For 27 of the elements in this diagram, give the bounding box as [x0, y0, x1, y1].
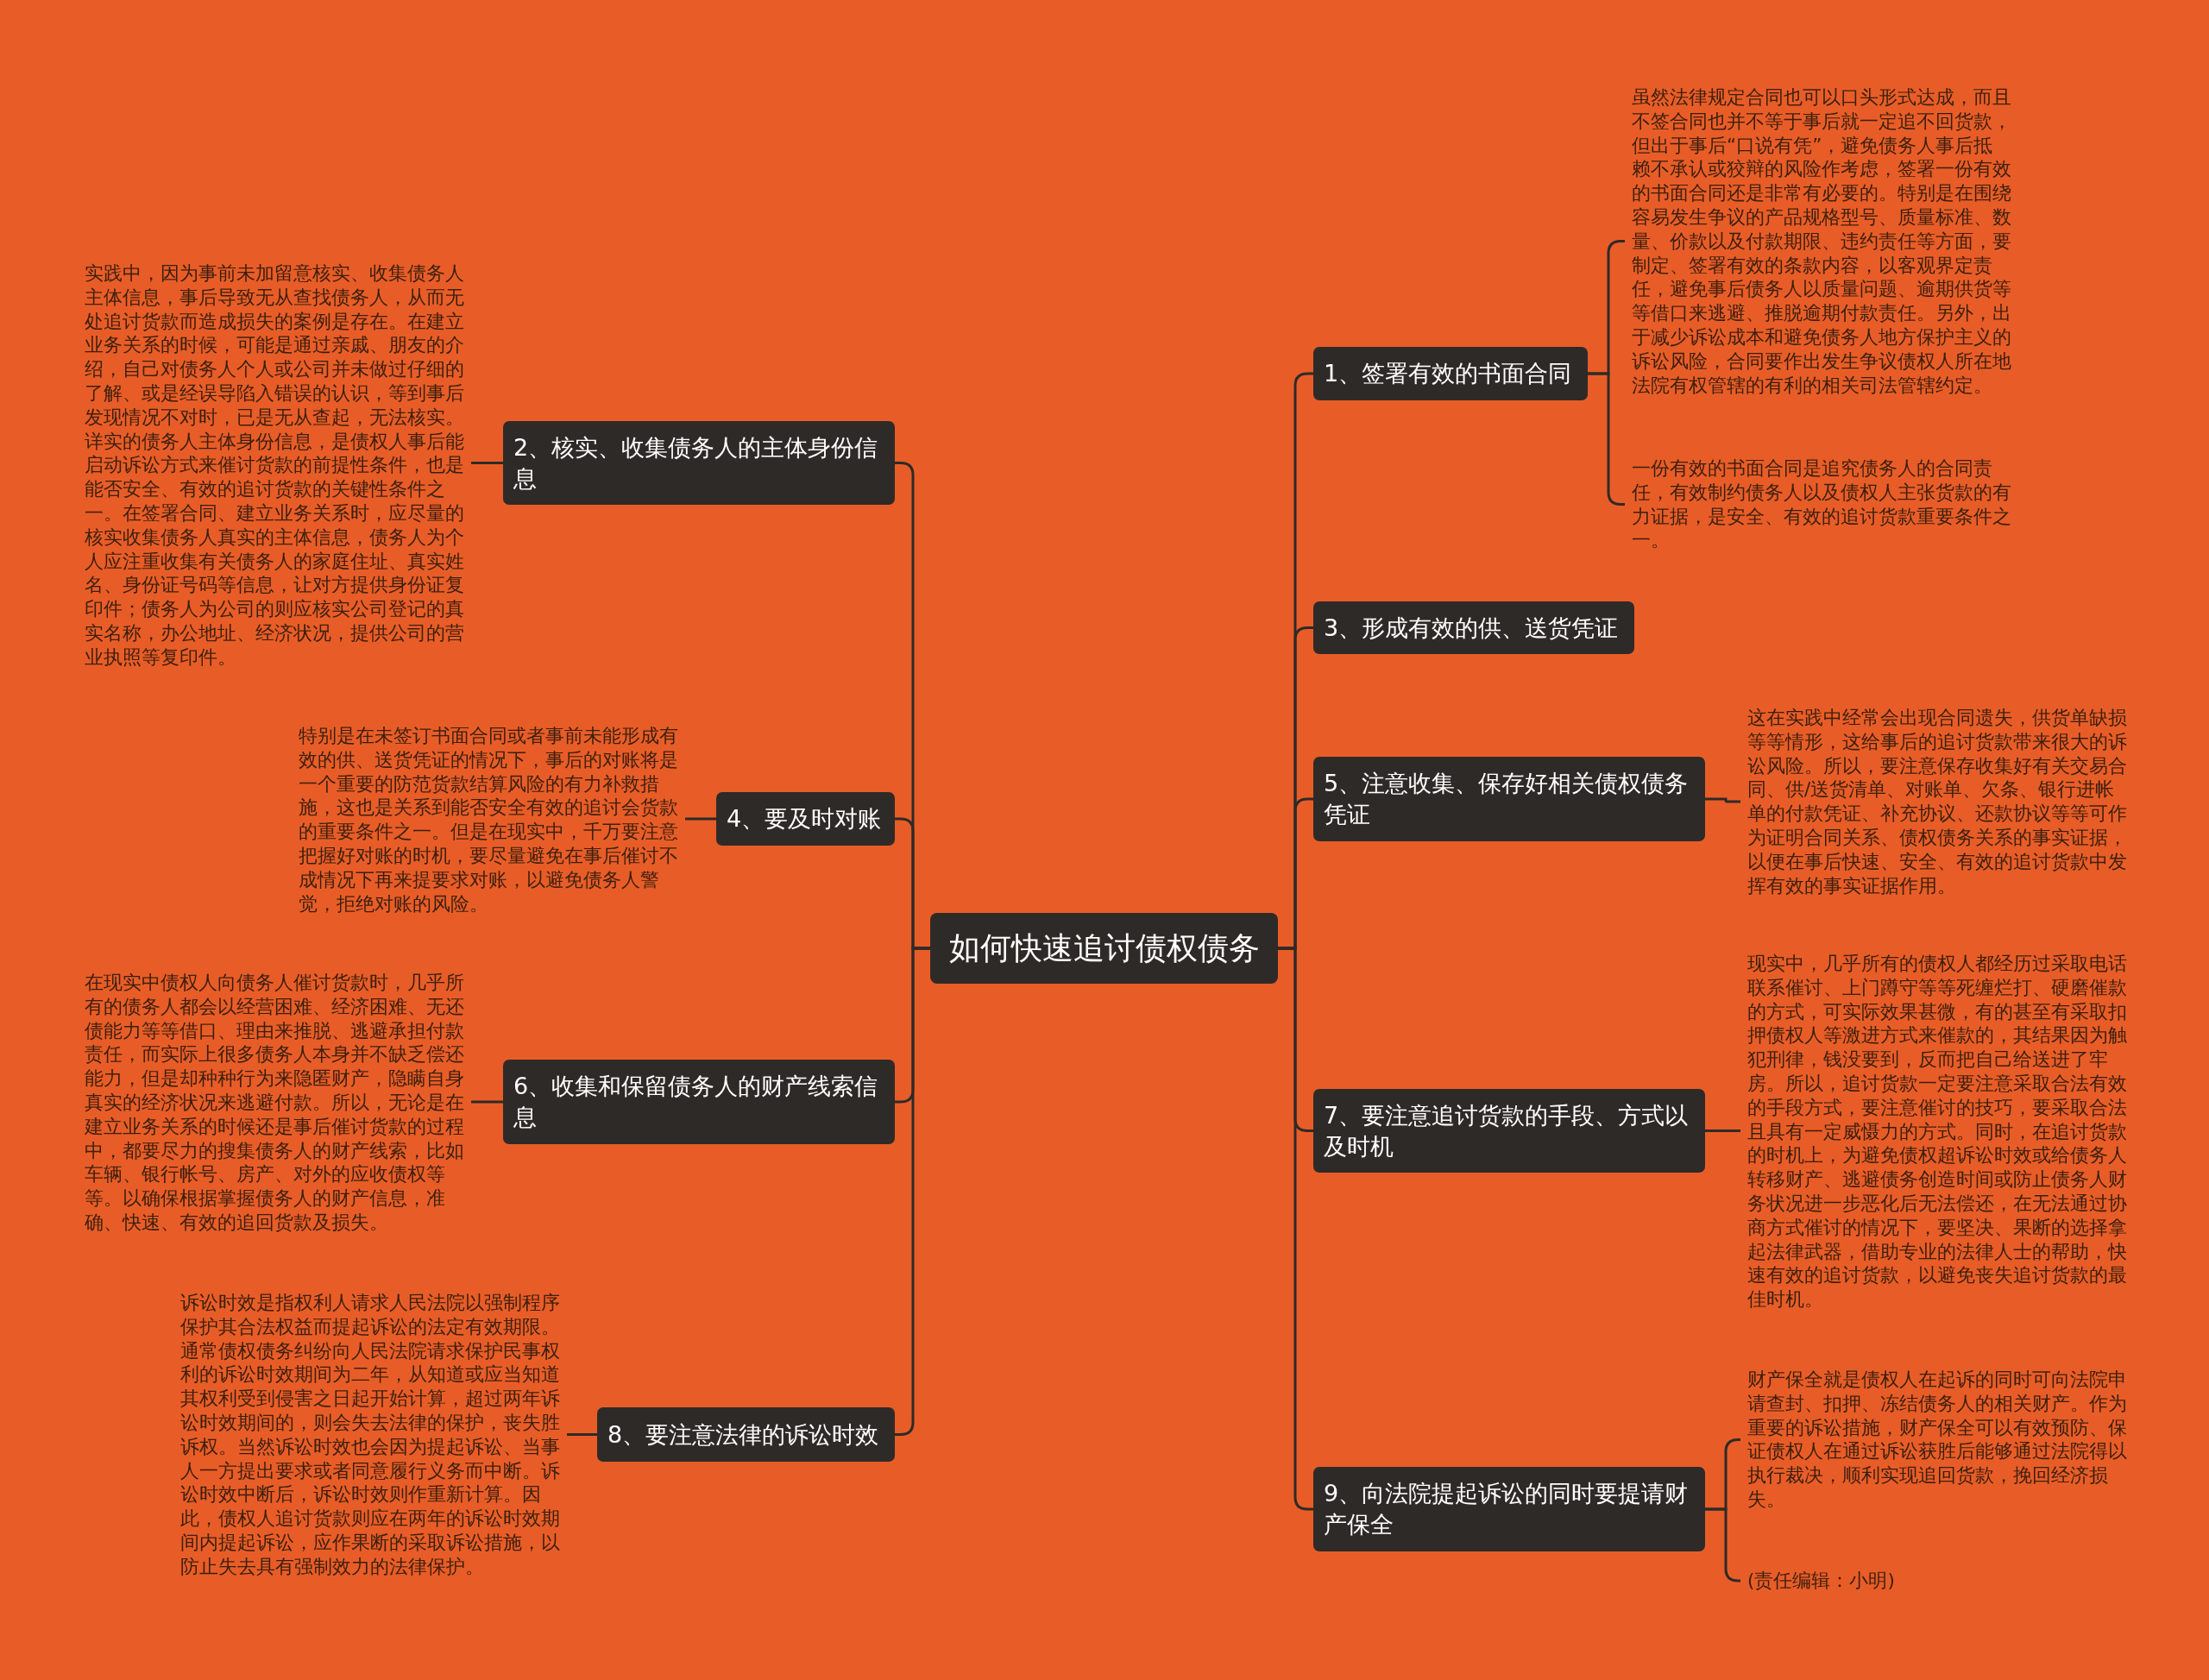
- note-text: 虽然法律规定合同也可以口头形式达成，而且不签合同也并不等于事后就一定追不回货款，但出于事后“口说有凭”，避免债务人事后抵赖不承认或狡辩的风险作考虑，签署一份有效的书面合同还是非常有必要的。特别是在围绕容易发生争议的产品规格型号、质量标准、数量、价款以及付款期限、违约责任等方面，要制定、签署有效的条款内容，以客观界定责任，避免事后债务人以质量问题、逾期供货等等借口来逃避、推脱逾期付款责任。另外，出于减少诉讼成本和避免债务人地方保护主义的诉讼风险，合同要作出发生争议债权人所在地法院有权管辖的有利的相关司法管辖约定。: [1632, 85, 2011, 398]
- note-text: 财产保全就是债权人在起诉的同时可向法院申请查封、扣押、冻结债务人的相关财产。作为重要的诉讼措施，财产保全可以有效预防、保证债权人在通过诉讼获胜后能够通过法院得以执行裁决，顺利实现追回货款，挽回经济损失。: [1747, 1368, 2127, 1512]
- topic-box: 6、收集和保留债务人的财产线索信息: [503, 1060, 895, 1144]
- connector-line: [1278, 947, 1313, 1511]
- note-text: 诉讼时效是指权利人请求人民法院以强制程序保护其合法权益而提起诉讼的法定有效期限。通常债权债务纠纷向人民法院请求保护民事权利的诉讼时效期间为二年，从知道或应当知道其权利受到侵害之日起开始计算，超过两年诉讼时效期间的，则会失去法律的保护，丧失胜诉权。当然诉讼时效也会因为提起诉讼、当事人一方提出要求或者同意履行义务而中断。诉讼时效中断后，诉讼时效则作重新计算。因此，债权人追讨货款则应在两年的诉讼时效期间内提起诉讼，应作果断的采取诉讼措施，以防止失去具有强制效力的法律保护。: [180, 1291, 560, 1579]
- topic-box: 8、要注意法律的诉讼时效: [597, 1407, 895, 1462]
- topic-box: 2、核实、收集债务人的主体身份信息: [503, 421, 895, 505]
- connector-line: [567, 1433, 597, 1436]
- topic-box: 7、要注意追讨货款的手段、方式以及时机: [1313, 1089, 1705, 1173]
- topic-box: 3、形成有效的供、送货凭证: [1313, 601, 1634, 654]
- central-topic-box: 如何快速追讨债权债务: [930, 913, 1278, 984]
- connector-line: [1705, 1129, 1740, 1132]
- topic-box: 5、注意收集、保存好相关债权债务凭证: [1313, 757, 1705, 841]
- note-text: 实践中，因为事前未加留意核实、收集债务人主体信息，事后导致无从查找债务人，从而无处追讨货款而造成损失的案例是存在。在建立业务关系的时候，可能是通过亲戚、朋友的介绍，自己对债务人个人或公司并未做过仔细的了解、或是经误导陷入错误的认识，等到事后发现情况不对时，已是无从查起，无法核实。详实的债务人主体身份信息，是债权人事后能启动诉讼方式来催讨货款的前提性条件，也是能否安全、有效的追讨货款的关键性条件之一。在签署合同、建立业务关系时，应尽量的核实收集债务人真实的主体信息，债务人为个人应注重收集有关债务人的家庭住址、真实姓名、身份证号码等信息，让对方提供身份证复印件；债务人为公司的则应核实公司登记的真实名称，办公地址、经济状况，提供公司的营业执照等复印件。: [85, 261, 464, 670]
- note-text: 在现实中债权人向债务人催讨货款时，几乎所有的债务人都会以经营困难、经济困难、无还债能力等等借口、理由来推脱、逃避承担付款责任，而实际上很多债务人本身并不缺乏偿还能力，但是却种种行为来隐匿财产，隐瞒自身真实的经济状况来逃避付款。所以，无论是在建立业务关系的时候还是事后催讨货款的过程中，都要尽力的搜集债务人的财产线索，比如车辆、银行帐号、房产、对外的应收债权等等。以确保根据掌握债务人的财产信息，准确、快速、有效的追回货款及损失。: [85, 971, 464, 1235]
- note-text: 这在实践中经常会出现合同遗失，供货单缺损等等情形，这给事后的追讨货款带来很大的诉讼风险。所以，要注意保存收集好有关交易合同、供/送货清单、对账单、欠条、银行进帐单的付款凭证、补充协议、还款协议等等可作为证明合同关系、债权债务关系的事实证据，以便在事后快速、安全、有效的追讨货款中发挥有效的事实证据作用。: [1747, 706, 2127, 898]
- note-text: (责任编辑：小明): [1747, 1569, 2127, 1593]
- note-text: 现实中，几乎所有的债权人都经历过采取电话联系催讨、上门蹲守等等死缠烂打、硬磨催款的方式，可实际效果甚微，有的甚至有采取扣押债权人等激进方式来催款的，其结果因为触犯刑律，钱没要到，反而把自己给送进了牢房。所以，追讨货款一定要注意采取合法有效的手段方式，要注意催讨的技巧，要采取合法且具有一定威慑力的方式。同时，在追讨货款的时机上，为避免债权超诉讼时效或给债务人转移财产、逃避债务创造时间或防止债务人财务状况进一步恶化后无法偿还，在无法通过协商方式催讨的情况下，要坚决、果断的选择拿起法律武器，借助专业的法律人士的帮助，快速有效的追讨货款，以避免丧失追讨货款的最佳时机。: [1747, 952, 2127, 1312]
- note-text: 特别是在未签订书面合同或者事前未能形成有效的供、送货凭证的情况下，事后的对账将是一个重要的防范货款结算风险的有力补救措施，这也是关系到能否安全有效的追讨会货款的重要条件之一。但是在现实中，千万要注意把握好对账的时机，要尽量避免在事后催讨不成情况下再来提要求对账，以避免债务人警觉，拒绝对账的风险。: [299, 724, 678, 916]
- topic-box: 9、向法院提起诉讼的同时要提请财产保全: [1313, 1467, 1705, 1551]
- connector-line: [471, 462, 503, 464]
- note-text: 一份有效的书面合同是追究债务人的合同责任，有效制约债务人以及债权人主张货款的有力证据，是安全、有效的追讨货款重要条件之一。: [1632, 456, 2011, 553]
- topic-box: 4、要及时对账: [716, 792, 895, 846]
- connector-line: [1705, 797, 1740, 803]
- connector-line: [685, 817, 716, 821]
- topic-box: 1、签署有效的书面合同: [1313, 347, 1588, 400]
- connector-line: [471, 1100, 503, 1104]
